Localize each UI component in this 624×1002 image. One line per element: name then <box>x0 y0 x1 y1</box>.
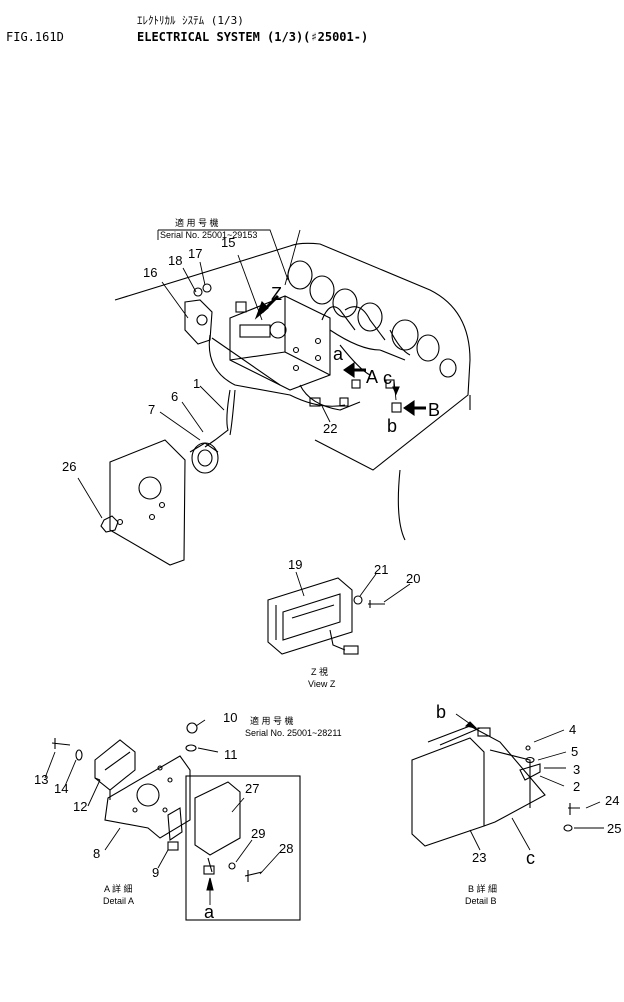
part-15: 15 <box>221 235 235 250</box>
part-12: 12 <box>73 799 87 814</box>
part-6: 6 <box>171 389 178 404</box>
part-3: 3 <box>573 762 580 777</box>
part-19: 19 <box>288 557 302 572</box>
part-5: 5 <box>571 744 578 759</box>
title-english: ELECTRICAL SYSTEM (1/3)(♯25001-) <box>137 30 369 44</box>
part-26: 26 <box>62 459 76 474</box>
part-8: 8 <box>93 846 100 861</box>
arrow-label-b: B <box>428 400 440 420</box>
connector-label-b: b <box>387 416 397 436</box>
part-7: 7 <box>148 402 155 417</box>
part-17: 17 <box>188 246 202 261</box>
serial-top-jp: 適 用 号 機 <box>175 217 219 228</box>
part-29: 29 <box>251 826 265 841</box>
detail-b-jp: B 詳 細 <box>468 883 497 894</box>
leader-lines-main <box>77 229 331 519</box>
detail-b-connector-b: b <box>436 702 446 722</box>
detail-a-label: Detail A <box>103 896 134 906</box>
serial-top: Serial No. 25001~29153 <box>160 230 257 240</box>
view-arrow-z <box>254 294 280 320</box>
part-28: 28 <box>279 841 293 856</box>
arrow-c-head <box>392 386 400 396</box>
part-22: 22 <box>323 421 337 436</box>
view-z-label: View Z <box>308 679 336 689</box>
connector-label-a: a <box>333 344 344 364</box>
detail-b-assembly <box>411 713 604 851</box>
part-24: 24 <box>605 793 619 808</box>
dashboard-panel <box>114 242 471 541</box>
part-23: 23 <box>472 850 486 865</box>
detail-b-connector-c: c <box>526 848 535 868</box>
view-arrow-a <box>343 361 366 379</box>
part-21: 21 <box>374 562 388 577</box>
view-arrow-b <box>403 399 426 417</box>
part-13: 13 <box>34 772 48 787</box>
part-18: 18 <box>168 253 182 268</box>
figure-number: FIG.161D <box>6 30 64 44</box>
view-z-jp: Z 視 <box>311 666 328 677</box>
connector-label-c: c <box>383 368 392 388</box>
detail-a-connector-a: a <box>204 902 215 922</box>
horn-plate <box>100 439 219 566</box>
part-2: 2 <box>573 779 580 794</box>
arrow-label-a: A <box>366 367 378 387</box>
title-japanese: ｴﾚｸﾄﾘｶﾙ ｼｽﾃﾑ (1/3) <box>137 14 244 27</box>
part-1: 1 <box>193 376 200 391</box>
detail-a-jp: A 詳 細 <box>104 883 133 894</box>
part-14: 14 <box>54 781 68 796</box>
controller-view-z <box>267 571 411 655</box>
part-10: 10 <box>223 710 237 725</box>
part-16: 16 <box>143 265 157 280</box>
part-27: 27 <box>245 781 259 796</box>
serial-detail-a: Serial No. 25001~28211 <box>245 728 342 738</box>
part-4: 4 <box>569 722 576 737</box>
part-25: 25 <box>607 821 621 836</box>
detail-a-assembly <box>44 719 301 921</box>
part-9: 9 <box>152 865 159 880</box>
wiring-harness <box>204 306 411 448</box>
part-20: 20 <box>406 571 420 586</box>
detail-b-label: Detail B <box>465 896 497 906</box>
serial-detail-a-jp: 適 用 号 機 <box>250 715 294 726</box>
arrow-label-z: Z <box>271 284 282 304</box>
relay-bracket-left <box>184 283 213 345</box>
part-11: 11 <box>224 747 238 762</box>
